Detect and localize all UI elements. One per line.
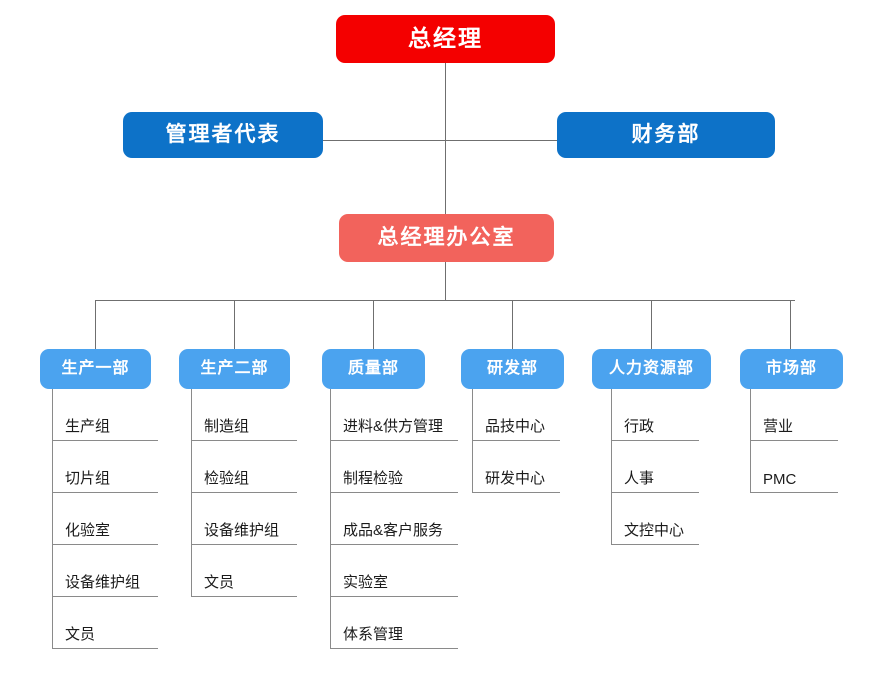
subitem-column-rnd: 品技中心 研发中心 <box>472 389 560 493</box>
node-production-department-2[interactable]: 生产二部 <box>179 349 290 389</box>
list-item[interactable]: 化验室 <box>53 493 158 545</box>
subitem-column-hr: 行政 人事 文控中心 <box>611 389 699 545</box>
connector-department-drop-6 <box>790 300 791 349</box>
node-label: 人力资源部 <box>608 360 694 378</box>
node-quality-department[interactable]: 质量部 <box>322 349 425 389</box>
list-item[interactable]: 检验组 <box>192 441 297 493</box>
node-marketing-department[interactable]: 市场部 <box>740 349 843 389</box>
connector-root-trunk <box>445 63 446 271</box>
list-item[interactable]: 制造组 <box>192 389 297 441</box>
list-item[interactable]: 实验室 <box>331 545 458 597</box>
list-item[interactable]: 文员 <box>192 545 297 597</box>
node-production-department-1[interactable]: 生产一部 <box>40 349 151 389</box>
list-item[interactable]: 人事 <box>612 441 699 493</box>
list-item[interactable]: 设备维护组 <box>53 545 158 597</box>
node-label: 研发部 <box>486 360 538 378</box>
node-label: 管理者代表 <box>165 123 281 147</box>
node-general-manager-office[interactable]: 总经理办公室 <box>339 214 554 262</box>
list-item[interactable]: 文控中心 <box>612 493 699 545</box>
list-item[interactable]: 切片组 <box>53 441 158 493</box>
connector-department-drop-2 <box>234 300 235 349</box>
list-item[interactable]: 营业 <box>751 389 838 441</box>
list-item[interactable]: 进料&供方管理 <box>331 389 458 441</box>
list-item[interactable]: 设备维护组 <box>192 493 297 545</box>
subitem-column-quality: 进料&供方管理 制程检验 成品&客户服务 实验室 体系管理 <box>330 389 458 649</box>
list-item[interactable]: 生产组 <box>53 389 158 441</box>
connector-department-drop-4 <box>512 300 513 349</box>
connector-executive-bus <box>322 140 562 141</box>
node-rnd-department[interactable]: 研发部 <box>461 349 564 389</box>
list-item[interactable]: 行政 <box>612 389 699 441</box>
node-label: 总经理办公室 <box>377 226 516 250</box>
node-finance-department[interactable]: 财务部 <box>557 112 775 158</box>
connector-department-drop-3 <box>373 300 374 349</box>
subitem-column-production-2: 制造组 检验组 设备维护组 文员 <box>191 389 297 597</box>
list-item[interactable]: 制程检验 <box>331 441 458 493</box>
list-item[interactable]: 体系管理 <box>331 597 458 649</box>
node-label: 生产二部 <box>200 360 269 378</box>
list-item[interactable]: 研发中心 <box>473 441 560 493</box>
node-label: 质量部 <box>347 360 399 378</box>
node-label: 市场部 <box>765 360 817 378</box>
node-label: 总经理 <box>408 25 483 52</box>
list-item[interactable]: 品技中心 <box>473 389 560 441</box>
subitem-column-production-1: 生产组 切片组 化验室 设备维护组 文员 <box>52 389 158 649</box>
list-item[interactable]: 成品&客户服务 <box>331 493 458 545</box>
subitem-column-marketing: 营业 PMC <box>750 389 838 493</box>
connector-department-drop-1 <box>95 300 96 349</box>
node-label: 财务部 <box>631 123 701 147</box>
connector-office-drop <box>445 262 446 301</box>
node-root-general-manager[interactable]: 总经理 <box>336 15 555 63</box>
node-management-representative[interactable]: 管理者代表 <box>123 112 323 158</box>
connector-department-drop-5 <box>651 300 652 349</box>
list-item[interactable]: PMC <box>751 441 838 493</box>
node-hr-department[interactable]: 人力资源部 <box>592 349 711 389</box>
connector-department-bus <box>95 300 795 301</box>
list-item[interactable]: 文员 <box>53 597 158 649</box>
node-label: 生产一部 <box>61 360 130 378</box>
